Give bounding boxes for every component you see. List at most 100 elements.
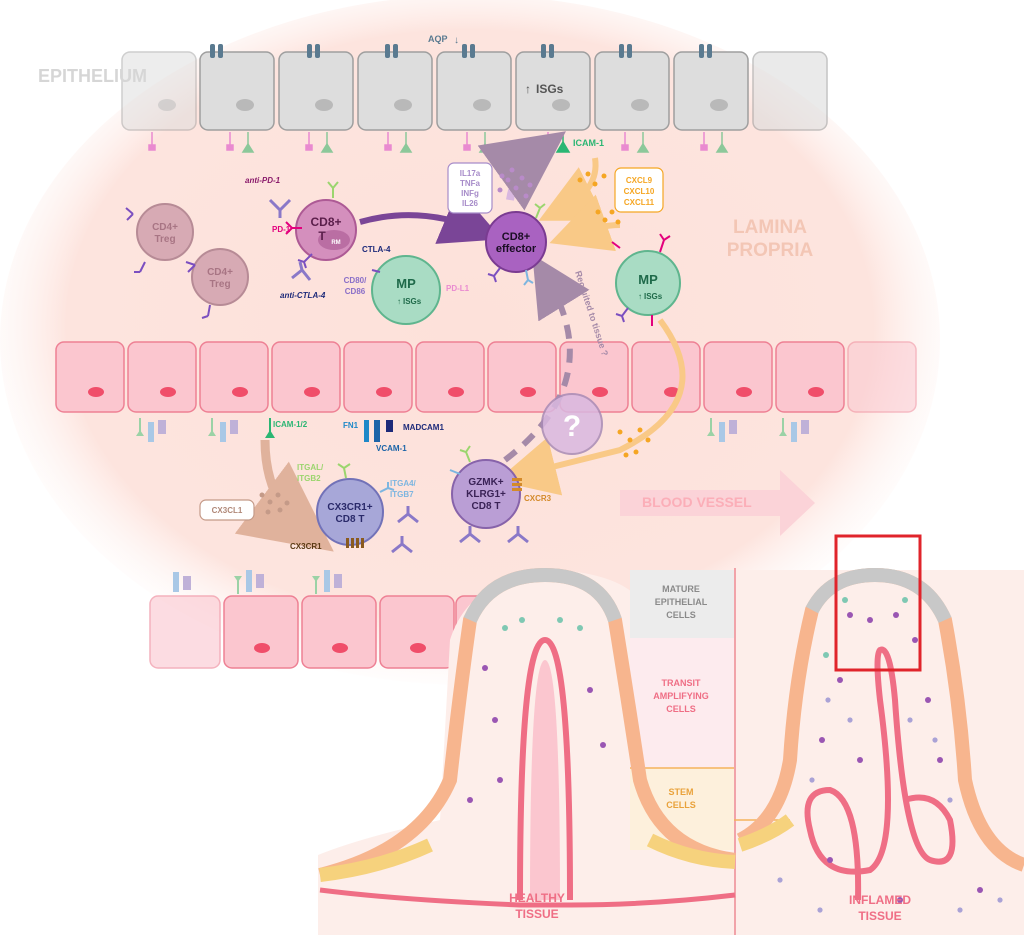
cx3cr1-label: CX3CR1 xyxy=(290,542,322,551)
cd8rm-label-2: T xyxy=(318,229,326,243)
treg1-label-2: Treg xyxy=(154,234,175,245)
arrow-cx3cl1 xyxy=(234,439,334,552)
transit-label-3: CELLS xyxy=(666,704,696,714)
gzmk-cell-label-3: CD8 T xyxy=(472,501,501,512)
gzmk-cell-label-1: GZMK+ xyxy=(468,477,503,488)
effector-label-2: effector xyxy=(496,243,537,255)
cx3cl1-box xyxy=(199,499,255,521)
healthy-label-2: TISSUE xyxy=(515,907,558,921)
treg-cell-2 xyxy=(191,248,249,306)
gzmk-cell-label-2: KLRG1+ xyxy=(466,489,506,500)
cd80-label-1: CD80/ xyxy=(344,276,367,285)
cx3cl1-label: CX3CL1 xyxy=(212,506,243,515)
chemokine-box xyxy=(614,167,664,213)
mature-label-3: CELLS xyxy=(666,610,696,620)
gzmk-cd8-cell xyxy=(451,459,521,529)
vcam1-label: VCAM-1 xyxy=(376,444,407,453)
transit-label-2: AMPLIFYING xyxy=(653,691,709,701)
isgs-epi-label: ISGs xyxy=(536,82,564,96)
aqp-arrow: ↓ xyxy=(454,35,459,46)
cytokine-box xyxy=(447,162,493,214)
arrow-mp-to-gzmk xyxy=(496,318,686,496)
anti-pd1-label: anti-PD-1 xyxy=(245,176,281,185)
mp-left-label: MP xyxy=(396,276,416,291)
healthy-label-1: HEALTHY xyxy=(509,891,565,905)
mp-right-label: MP xyxy=(638,272,658,287)
cd8-rm-cell xyxy=(295,199,357,261)
itgal-label-1: ITGAL/ xyxy=(297,463,324,472)
cytokine-2: TNFa xyxy=(460,179,481,188)
cx3cr1-cell-label-2: CD8 T xyxy=(336,514,365,525)
arrow-rm-to-effector xyxy=(359,188,503,244)
antibody-icons xyxy=(268,198,529,554)
ctla4-label: CTLA-4 xyxy=(362,245,391,254)
chemokine-1: CXCL9 xyxy=(626,176,653,185)
icam12-label: ICAM-1/2 xyxy=(273,420,308,429)
treg-cell-1 xyxy=(136,203,194,261)
anti-ctla4-label: anti-CTLA-4 xyxy=(280,291,326,300)
lamina-propria-title-1: LAMINA xyxy=(733,217,807,238)
mature-label-1: MATURE xyxy=(662,584,700,594)
cxcr3-label: CXCR3 xyxy=(524,494,552,503)
cytokine-dots xyxy=(497,167,533,199)
fn1-label: FN1 xyxy=(343,421,359,430)
stem-label-1: STEM xyxy=(668,787,693,797)
cx3cl1-dots xyxy=(259,492,290,515)
cd8-effector-cell xyxy=(485,211,547,273)
cd8rm-label-3: RM xyxy=(331,240,340,246)
epithelium-layer xyxy=(121,44,828,153)
cx3cr1-receptor xyxy=(346,538,364,548)
mp-right-isg-arrow: ↑ xyxy=(638,292,642,301)
vessel-endothelium-lower xyxy=(149,570,487,669)
treg2-label-2: Treg xyxy=(209,279,230,290)
itga4-label-1: ITGA4/ xyxy=(390,479,417,488)
cytokine-4: IL26 xyxy=(462,199,479,208)
transit-label-1: TRANSIT xyxy=(662,678,701,688)
cxcr3-receptor xyxy=(512,478,522,491)
cell-receptors xyxy=(125,181,671,493)
stem-label-2: CELLS xyxy=(666,800,696,810)
arrow-cytokines-up xyxy=(477,131,566,211)
cd8rm-label-1: CD8+ xyxy=(310,215,341,229)
question-label: ? xyxy=(563,410,581,443)
cd80-label-2: CD86 xyxy=(345,287,366,296)
itga4-label-2: ITGB7 xyxy=(390,490,414,499)
question-cell xyxy=(541,393,603,455)
blood-vessel-title: BLOOD VESSEL xyxy=(642,494,752,510)
crypt-panel xyxy=(318,568,1024,935)
inflamed-label-2: TISSUE xyxy=(858,909,901,923)
chemokine-dots xyxy=(577,171,651,458)
pdl1-label: PD-L1 xyxy=(446,284,470,293)
inflamed-crypt xyxy=(736,567,1024,913)
icam1-label: ICAM-1 xyxy=(573,138,604,148)
aqp-label: AQP xyxy=(428,34,448,44)
mature-label-2: EPITHELIAL xyxy=(655,597,708,607)
blood-vessel-arrow xyxy=(620,470,815,536)
treg2-label-1: CD4+ xyxy=(207,267,233,278)
mp-right-isg-label: ISGs xyxy=(644,292,663,301)
lamina-propria-title-2: PROPRIA xyxy=(727,240,814,261)
healthy-crypt xyxy=(318,567,737,908)
arrow-chemokine-effector-2 xyxy=(549,194,621,252)
highlight-box xyxy=(834,534,922,672)
cytokine-1: IL17a xyxy=(460,169,481,178)
mp-cell-right xyxy=(615,250,681,316)
cytokine-3: INFg xyxy=(461,189,479,198)
madcam1-label: MADCAM1 xyxy=(403,423,444,432)
itgal-label-2: ITGB2 xyxy=(297,474,321,483)
mp-cell-left xyxy=(371,255,441,325)
cx3cr1-cell-label-1: CX3CR1+ xyxy=(327,502,372,513)
inflamed-label-1: INFLAMED xyxy=(849,893,911,907)
treg1-label-1: CD4+ xyxy=(152,222,178,233)
mp-left-isg-arrow: ↑ xyxy=(397,297,401,306)
mp-left-isg-label: ISGs xyxy=(403,297,422,306)
pd1-label: PD-1 xyxy=(272,225,291,234)
chemokine-3: CXCL11 xyxy=(624,198,655,207)
arrow-recruitment-dashed xyxy=(503,254,590,463)
effector-label-1: CD8+ xyxy=(502,231,530,243)
epithelium-title: EPITHELIUM xyxy=(38,66,147,86)
chemokine-2: CXCL10 xyxy=(624,187,655,196)
cx3cr1-cd8-cell xyxy=(316,478,384,546)
isgs-epi-arrow: ↑ xyxy=(525,82,531,96)
